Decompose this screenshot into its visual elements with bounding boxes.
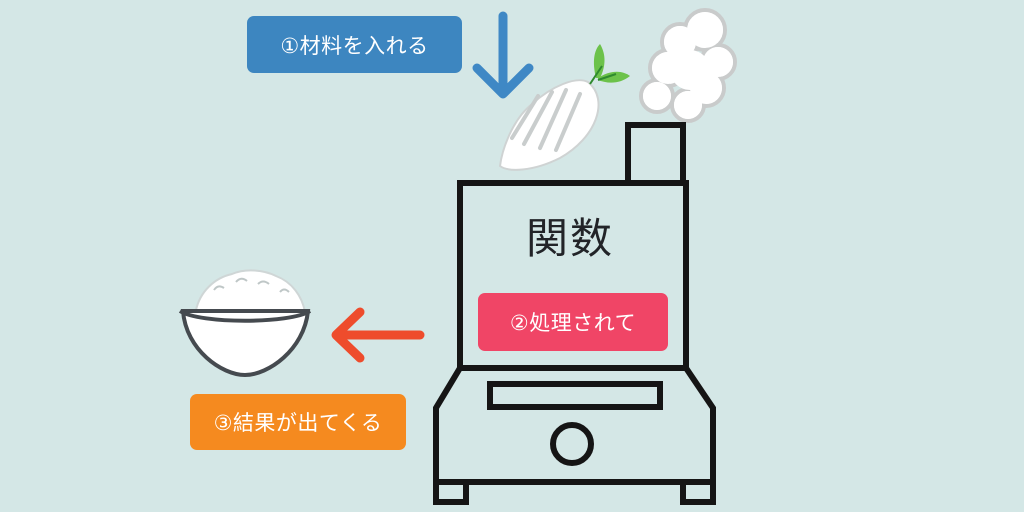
machine-icon — [433, 122, 716, 505]
step-3-label: ③結果が出てくる — [190, 394, 406, 450]
left-arrow-icon — [331, 307, 425, 363]
rice-bowl-icon — [178, 269, 312, 378]
radish-icon — [498, 44, 630, 171]
step-2-label: ②処理されて — [478, 293, 668, 351]
step-1-label: ①材料を入れる — [247, 16, 462, 73]
down-arrow-icon — [472, 11, 534, 99]
function-title: 関数 — [525, 213, 614, 263]
